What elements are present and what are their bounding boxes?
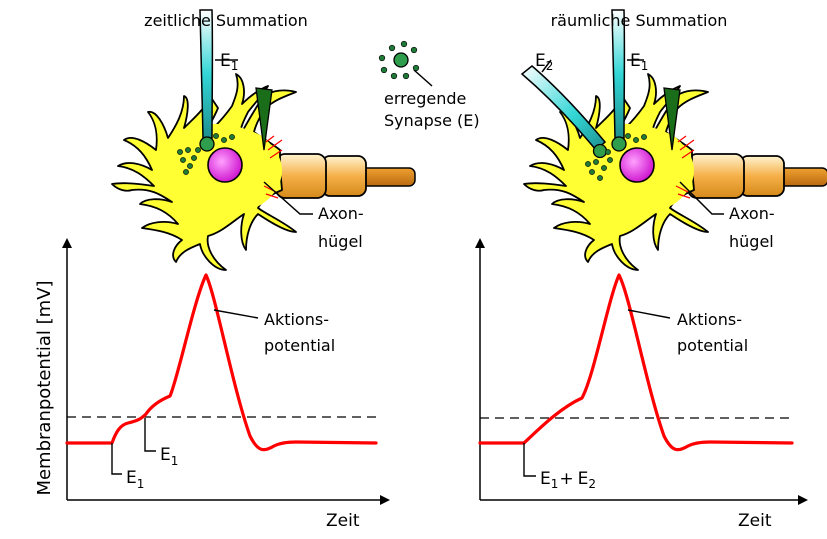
left-marker-e1-first: E1: [126, 468, 144, 491]
left-ap-label-1: Aktions-: [264, 310, 329, 329]
left-nucleus: [207, 147, 243, 183]
right-input-e2: [520, 65, 607, 152]
right-marker-lines: [523, 309, 671, 477]
right-hillock-label-1: Axon-: [729, 204, 775, 223]
left-synapse-terminal: [199, 136, 215, 152]
left-trace: [65, 273, 378, 452]
right-hillock-label-2: hügel: [729, 232, 774, 251]
legend-line-1: erregende: [384, 89, 466, 108]
right-title: räumliche Summation: [551, 11, 728, 30]
right-pointer-lines: [541, 59, 724, 215]
left-hillock-label-1: Axon-: [318, 204, 364, 223]
right-synapse-e2-label: E2: [535, 51, 553, 73]
right-synapse-terminal-e1: [611, 136, 627, 152]
left-axon: [275, 153, 416, 199]
right-trace: [478, 273, 794, 452]
right-marker-combined: E1+E2: [540, 469, 596, 491]
right-ap-label-2: potential: [677, 336, 748, 355]
right-synapse-e1-label: E1: [630, 51, 648, 73]
right-graph: [475, 238, 808, 505]
left-marker-e1-second: E1: [160, 445, 178, 468]
left-vesicles: [177, 133, 235, 175]
left-pointer-lines: [215, 59, 313, 215]
left-hillock-label-2: hügel: [318, 232, 363, 251]
right-nucleus: [619, 147, 655, 183]
right-vesicles: [585, 133, 647, 181]
right-synapse-terminal-e2: [592, 143, 608, 159]
right-hillock-marker: [663, 87, 681, 151]
left-graph: [62, 238, 390, 505]
left-title: zeitliche Summation: [144, 11, 308, 30]
left-ap-label-2: potential: [264, 336, 335, 355]
right-neuron: [520, 9, 827, 271]
left-x-axis-label: Zeit: [326, 511, 360, 531]
right-x-axis-label: Zeit: [738, 511, 772, 531]
right-axon: [687, 153, 827, 199]
right-input-e1: [611, 9, 626, 139]
left-input-e1: [199, 9, 214, 139]
left-marker-lines: [111, 309, 259, 475]
left-hillock-marker: [255, 87, 273, 151]
synapse-legend-icon: [378, 40, 433, 87]
left-y-axis-label: Membranpotential [mV]: [34, 280, 55, 495]
legend-line-2: Synapse (E): [384, 111, 480, 130]
right-spike-marks: [675, 135, 695, 199]
left-neuron: [111, 9, 416, 271]
right-ap-label-1: Aktions-: [677, 310, 742, 329]
left-synapse-e1-label: E1: [220, 51, 238, 73]
